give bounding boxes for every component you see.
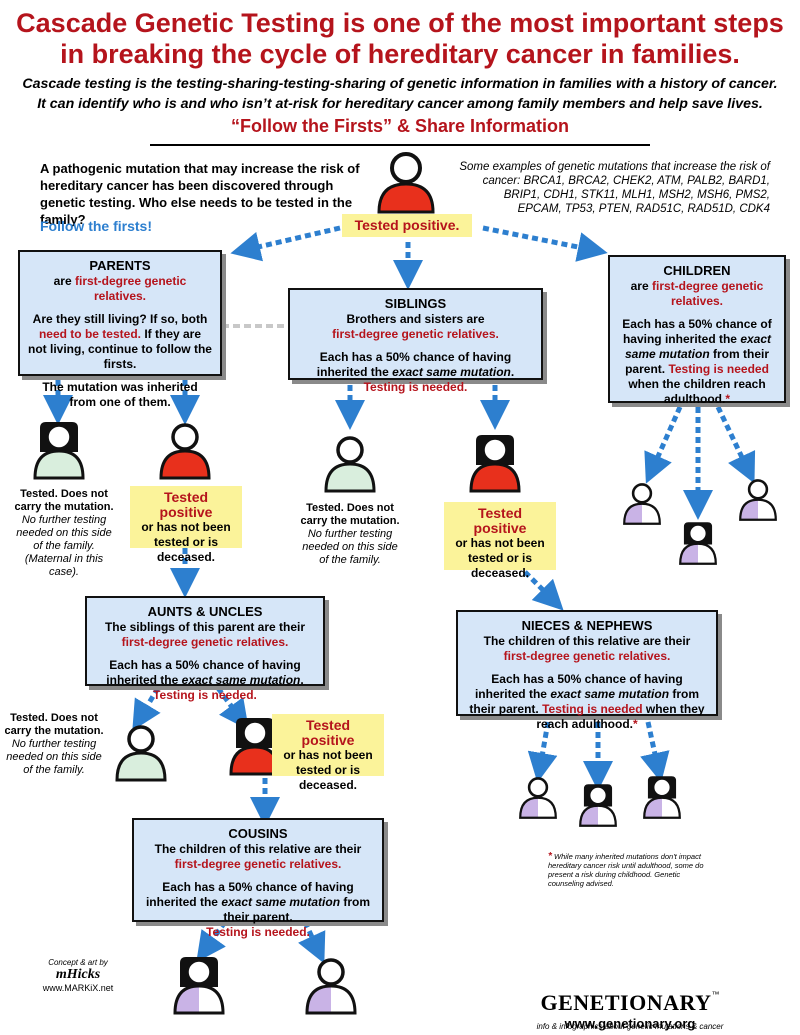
arrow-child-3 — [715, 405, 756, 484]
father-positive-icon — [159, 423, 211, 480]
sister-positive-icon — [469, 435, 521, 493]
follow-firsts-label: Follow the firsts! — [40, 218, 152, 234]
arrow-to-children — [482, 225, 608, 262]
subtitle: Cascade testing is the testing-sharing-t… — [22, 76, 778, 112]
mother-negative-note: Tested. Does not carry the mutation. No … — [14, 488, 114, 578]
child-3-unknown-icon — [739, 479, 777, 521]
children-card: CHILDREN are first-degree genetic relati… — [608, 255, 786, 406]
sister-tested-positive-note: Tested positive or has not been tested o… — [444, 502, 556, 580]
father-tested-positive-note: Tested positive or has not been tested o… — [130, 486, 242, 564]
brand-url[interactable]: www.genetionary.org — [564, 1016, 696, 1031]
mutation-examples: Some examples of genetic mutations that … — [459, 161, 770, 215]
aunt-positive-icon — [229, 718, 281, 776]
cousins-heading: COUSINS — [228, 826, 288, 841]
niece-nephew-3-unknown-icon — [643, 776, 681, 819]
brother-negative-note: Tested. Does not carry the mutation. No … — [300, 502, 400, 566]
aunt-uncle-negative-note: Tested. Does not carry the mutation. No … — [4, 712, 104, 776]
child-1-unknown-icon — [623, 483, 661, 525]
parents-card: PARENTS are first-degree genetic relativ… — [18, 250, 222, 409]
arrow-aunts-right — [215, 686, 249, 731]
aunt-uncle-negative-icon — [115, 725, 167, 782]
divider — [150, 144, 650, 146]
page-title: Cascade Genetic Testing is one of the mo… — [16, 8, 784, 69]
arrow-cousin-left — [196, 920, 228, 963]
proband-tested-positive: Tested positive. — [342, 214, 472, 237]
niece-nephew-2-unknown-icon — [579, 784, 617, 827]
artist-signature: mHicks — [55, 967, 101, 982]
nieces-nephews-card: NIECES & NEPHEWS The children of this re… — [456, 610, 718, 731]
follow-heading: “Follow the Firsts” & Share Information — [230, 116, 570, 136]
arrow-nieces-3 — [640, 721, 670, 783]
intro-text: A pathogenic mutation that may increase … — [40, 161, 360, 227]
parents-heading: PARENTS — [89, 258, 151, 273]
arrow-to-parents — [230, 225, 341, 262]
brand-tagline: info & infographics about genetic mutati… — [536, 1022, 724, 1031]
cousin-1-unknown-icon — [173, 957, 225, 1015]
aunt-tested-positive-note: Tested positive or has not been tested o… — [272, 714, 384, 792]
brother-negative-icon — [324, 436, 376, 493]
siblings-heading: SIBLINGS — [384, 296, 447, 311]
proband-positive-icon — [377, 152, 435, 214]
nieces-heading: NIECES & NEPHEWS — [521, 618, 653, 633]
arrow-to-nieces — [523, 570, 564, 611]
arrow-child-1 — [644, 405, 683, 484]
cousin-2-unknown-icon — [305, 958, 357, 1015]
credit: Concept & art by mHicks www.MARKiX.net — [38, 958, 118, 993]
niece-nephew-1-unknown-icon — [519, 777, 557, 819]
siblings-card: SIBLINGS Brothers and sisters are first-… — [288, 288, 543, 394]
brand-name: GENETIONARY — [540, 990, 712, 1015]
arrow-cousin-right — [298, 920, 326, 964]
children-heading: CHILDREN — [663, 263, 731, 278]
footnote: * While many inherited mutations don't i… — [548, 851, 704, 889]
aunts-heading: AUNTS & UNCLES — [147, 604, 263, 619]
artist-link[interactable]: www.MARKiX.net — [42, 983, 114, 993]
aunts-uncles-card: AUNTS & UNCLES The siblings of this pare… — [85, 596, 325, 702]
arrow-nieces-1 — [527, 721, 558, 783]
cousins-card: COUSINS The children of this relative ar… — [132, 818, 384, 939]
brand: GENETIONARY™ www.genetionary.org — [530, 990, 730, 1031]
arrow-aunts-left — [132, 686, 161, 731]
child-2-unknown-icon — [679, 522, 717, 565]
mother-negative-icon — [33, 422, 85, 480]
